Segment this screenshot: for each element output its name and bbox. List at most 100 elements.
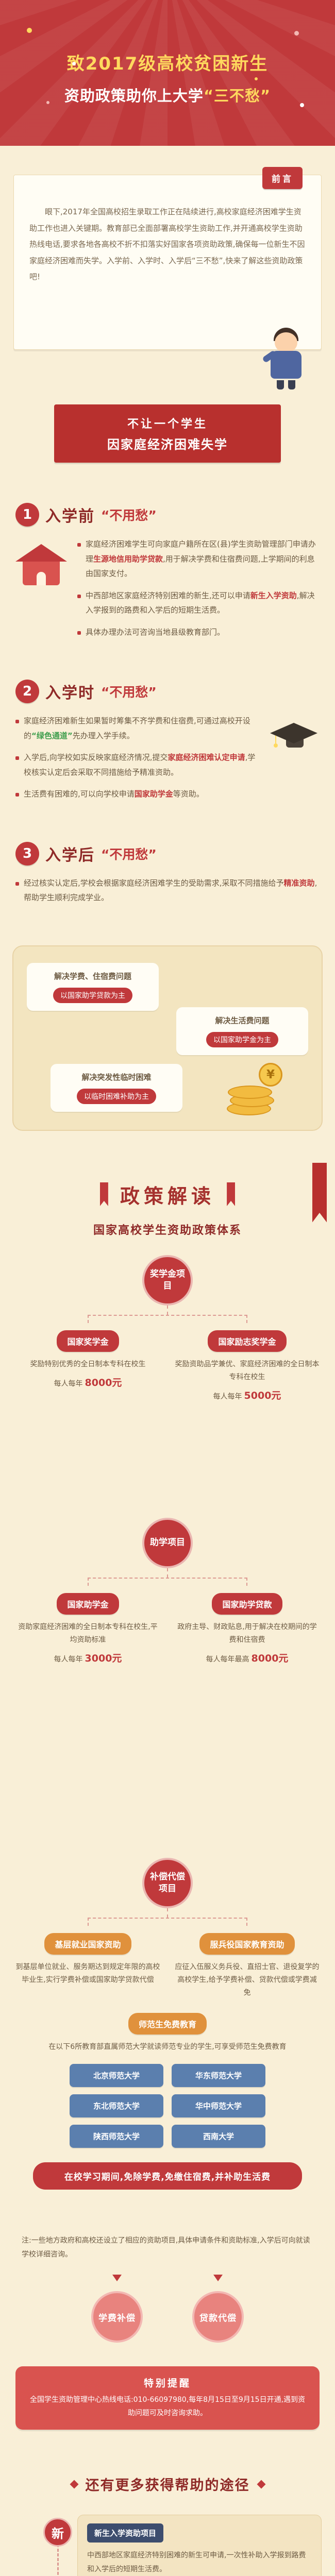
yuan-icon: ¥ [259,1062,282,1087]
paragraph: 家庭经济困难学生可向家庭户籍所在区(县)学生资助管理部门申请办理生源地信用助学贷… [77,537,320,581]
section-subtitle: “不用愁” [101,685,157,700]
section-number: 3 [15,841,39,866]
paragraph-list: 家庭经济困难学生可向家庭户籍所在区(县)学生资助管理部门申请办理生源地信用助学贷… [77,537,320,647]
solution-card: 解决突发性临时困难 以临时困难补助为主 [51,1063,182,1112]
policy-item-desc: 奖励资助品学兼优、家庭经济困难的全日制本专科在校生 [175,1360,320,1381]
house-body [23,562,60,585]
solution-question: 解决突发性临时困难 [81,1072,152,1082]
foreword-card: 前言 眼下,2017年全国高校招生录取工作正在陆续进行,高校家庭经济困难学生资助… [13,167,322,389]
reminder-text: 全国学生资助管理中心热线电话:010-66097980,每年8月15日至9月15… [29,2396,306,2418]
policy-item: 基层就业国家资助 到基层单位就业、服务期达到规定年限的高校毕业生,实行学费补偿或… [15,1933,160,2000]
para-text: ,帮助学生顺利完成学业。 [24,878,317,903]
paragraph: 具体办理办法可咨询当地县级教育部门。 [77,625,320,640]
para-text: 入学后,向学校如实反映家庭经济情况,提交 [24,753,168,762]
policy-item-pill: 国家励志奖学金 [208,1330,287,1352]
group-node: 助学项目 [142,1517,193,1568]
down-arrow-icon [112,2275,122,2286]
cap-tassel [275,732,276,743]
house-icon [15,537,67,585]
confetti-dot [294,31,299,36]
policy-item-desc: 到基层单位就业、服务期达到规定年限的高校毕业生,实行学费补偿或国家助学贷款代偿 [15,1962,160,1984]
solution-panel: 解决学费、住宿费问题 以国家助学贷款为主 解决生活费问题 以国家助学金为主 解决… [12,945,323,1131]
edge-ribbon-icon [312,1162,327,1223]
policy-group-compensation: 补偿代偿项目 基层就业国家资助 到基层单位就业、服务期达到规定年限的高校毕业生,… [15,1857,320,2190]
amount-value: 8000元 [85,1377,122,1388]
para-emphasis: 生源地信用助学贷款 [93,554,163,564]
solution-answer: 以临时困难补助为主 [77,1088,156,1104]
solution-answer: 以国家助学金为主 [206,1031,278,1047]
university-grid: 北京师范大学 华东师范大学 东北师范大学 华中师范大学 陕西师范大学 西南大学 [33,2064,302,2148]
section-at-enrollment: 2 入学时 “不用愁” 家庭经济困难新生如果暂时筹集不齐学费和住宿费,可通过高校… [15,680,320,809]
paragraph-list: 经过核实认定后,学校会根据家庭经济困难学生的受助需求,采取不同措施给予精准资助,… [15,876,320,912]
university-box: 华中师范大学 [172,2094,265,2118]
group-node: 奖学金项目 [142,1255,193,1306]
group-columns: 基层就业国家资助 到基层单位就业、服务期达到规定年限的高校毕业生,实行学费补偿或… [15,1933,320,2000]
policy-item-pill: 基层就业国家资助 [44,1933,131,1955]
policy-item-pill: 师范生免费教育 [128,2013,207,2035]
channels-header: 还有更多获得帮助的途径 [0,2474,335,2494]
slogan-line2: 因家庭经济困难失学 [107,437,228,452]
hero-banner: 致2017级高校贫困新生 资助政策助你上大学“三不愁” [0,0,335,146]
solution-question: 解决学费、住宿费问题 [54,971,131,981]
section-body: 经过核实认定后,学校会根据家庭经济困难学生的受助需求,采取不同措施给予精准资助,… [15,876,320,912]
house-roof [15,544,67,562]
solution-question: 解决生活费问题 [215,1015,270,1025]
policy-section-header: 政策解读 [0,1162,335,1223]
bubble-label: 学费补偿 [91,2291,143,2343]
channel-text: 中西部地区家庭经济特别困难的新生可申请,一次性补助入学报到路费和入学后的短期生活… [87,2551,306,2573]
section-subtitle: “不用愁” [101,846,157,862]
policy-group-grants: 助学项目 国家助学金 资助家庭经济困难的全日制本专科在校生,平均资助标准 每人每… [15,1517,320,1837]
section-title: 入学前 [45,507,95,526]
para-emphasis: 新生入学资助 [250,590,297,600]
special-reminder-box: 特别提醒 全国学生资助管理中心热线电话:010-66097980,每年8月15日… [15,2366,320,2430]
student-leg [277,380,284,389]
connector-line [167,1305,168,1315]
connector-branch [88,1577,247,1586]
foreword-text: 眼下,2017年全国高校招生录取工作正在陆续进行,高校家庭经济困难学生资助工作也… [29,207,305,281]
policy-item-wide: 师范生免费教育 在以下6所教育部直属师范大学就读师范专业的学生,可享受师范生免费… [15,2013,320,2054]
connector-branch [88,1314,247,1323]
paragraph: 入学后,向学校如实反映家庭经济情况,提交家庭经济困难认定申请,学校核实认定后会采… [15,750,260,779]
section-header: 2 入学时 “不用愁” [15,680,320,703]
reminder-title: 特别提醒 [143,2378,191,2389]
channel-card: 新生入学资助项目 中西部地区家庭经济特别困难的新生可申请,一次性补助入学报到路费… [77,2515,322,2576]
para-text: ,解决入学报到的路费和入学后的短期生活费。 [86,590,315,615]
solution-card: 解决学费、住宿费问题 以国家助学贷款为主 [27,962,159,1011]
section-body: 家庭经济困难新生如果暂时筹集不齐学费和住宿费,可通过高校开设的“绿色通道”先办理… [15,714,320,809]
note-bubbles: 学费补偿 贷款代偿 [0,2275,335,2343]
university-box: 东北师范大学 [70,2094,163,2118]
amount-value: 5000元 [244,1389,281,1401]
bubble-item: 贷款代偿 [192,2275,244,2343]
main-title-line1: 致2017级高校贫困新生 [66,54,269,74]
channel-tag: 新生入学资助项目 [87,2523,164,2543]
slogan-ribbon: 不让一个学生 因家庭经济困难失学 [42,404,293,463]
diamond-icon [70,2480,78,2489]
zigzag-divider [0,146,335,154]
para-emphasis: “绿色通道” [31,731,73,740]
policy-item-desc: 应征入伍服义务兵役、直招士官、退役复学的高校学生,给予学费补偿、贷款代偿或学费减… [175,1962,320,1997]
graduation-cap-icon [270,714,320,748]
section-header: 1 入学前 “不用愁” [15,503,320,527]
section-title: 入学时 [45,684,95,702]
section-title: 入学后 [45,846,95,865]
bubble-label: 贷款代偿 [192,2291,244,2343]
policy-item-pill: 国家奖学金 [57,1330,119,1352]
amount-value: 8000元 [251,1652,289,1664]
para-emphasis: 精准资助 [283,878,315,888]
policy-item-pill: 服兵役国家教育资助 [199,1933,295,1955]
para-emphasis: 家庭经济困难认定申请 [167,753,245,762]
student-body [271,351,301,379]
para-text: 生活费有困难的,可以向学校申请 [24,789,135,799]
section-after-enrollment: 3 入学后 “不用愁” 经过核实认定后,学校会根据家庭经济困难学生的受助需求,采… [15,841,320,912]
confetti-dot [46,101,49,104]
para-text: 家庭经济困难学生可向家庭户籍所在区(县)学生资助管理部门申请办理 [86,539,316,564]
confetti-dot [300,103,304,107]
